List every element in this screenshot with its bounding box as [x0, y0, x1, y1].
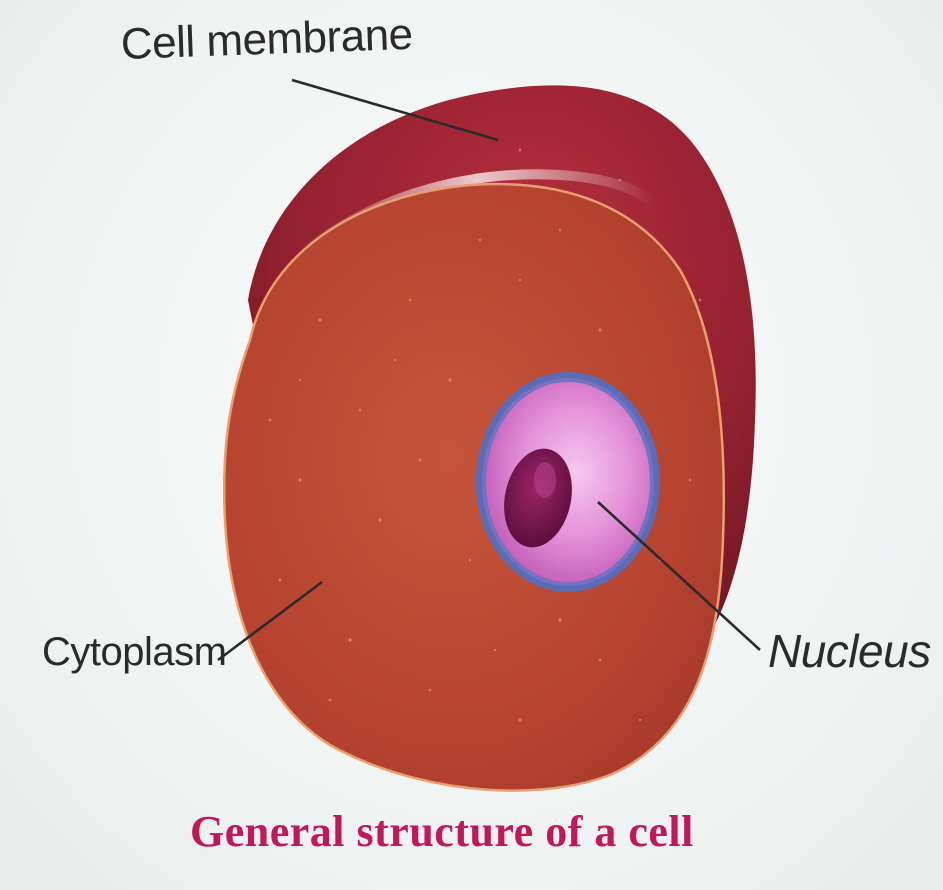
nucleus-label: Nucleus [768, 624, 931, 678]
figure-caption: General structure of a cell [190, 806, 694, 857]
nucleus [476, 372, 660, 592]
cell-membrane-label: Cell membrane [120, 10, 413, 70]
cytoplasm-label: Cytoplasm [42, 630, 226, 675]
